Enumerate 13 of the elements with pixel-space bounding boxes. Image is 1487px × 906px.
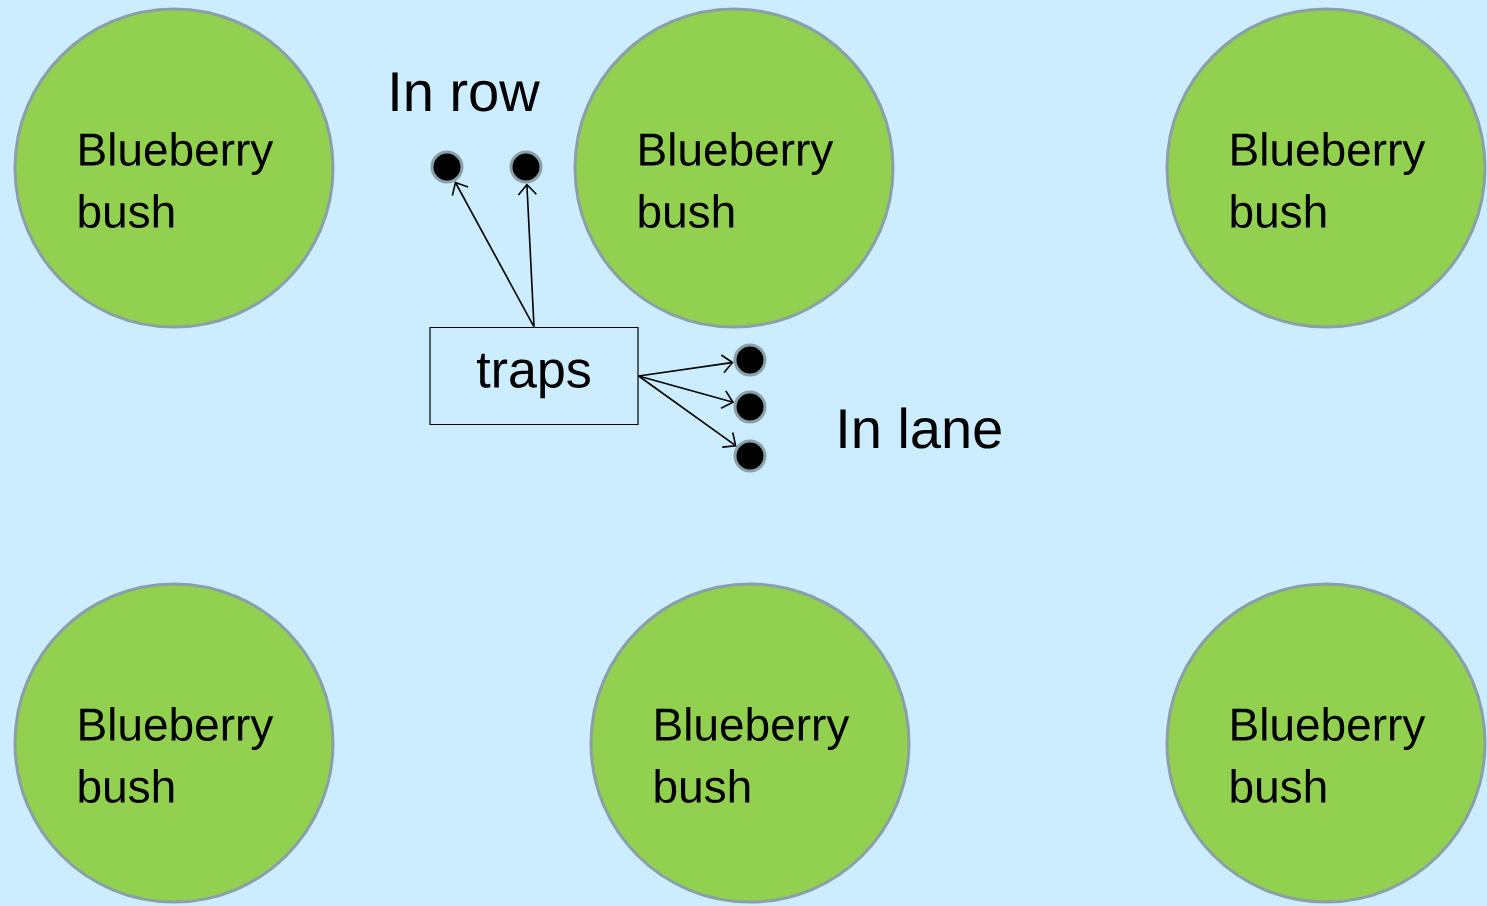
trap-dot: [733, 439, 767, 473]
trap-dot: [509, 150, 543, 184]
label-box: traps: [429, 326, 639, 426]
area-label: In row: [392, 72, 540, 112]
arrow: [451, 181, 535, 328]
area-label: In lane: [840, 407, 1001, 449]
arrow: [637, 375, 735, 410]
arrow: [637, 375, 737, 448]
trap-dot: [430, 150, 464, 184]
arrow: [517, 183, 538, 328]
arrow: [637, 354, 734, 377]
trap-dot: [733, 390, 767, 424]
trap-dot: [733, 343, 767, 377]
